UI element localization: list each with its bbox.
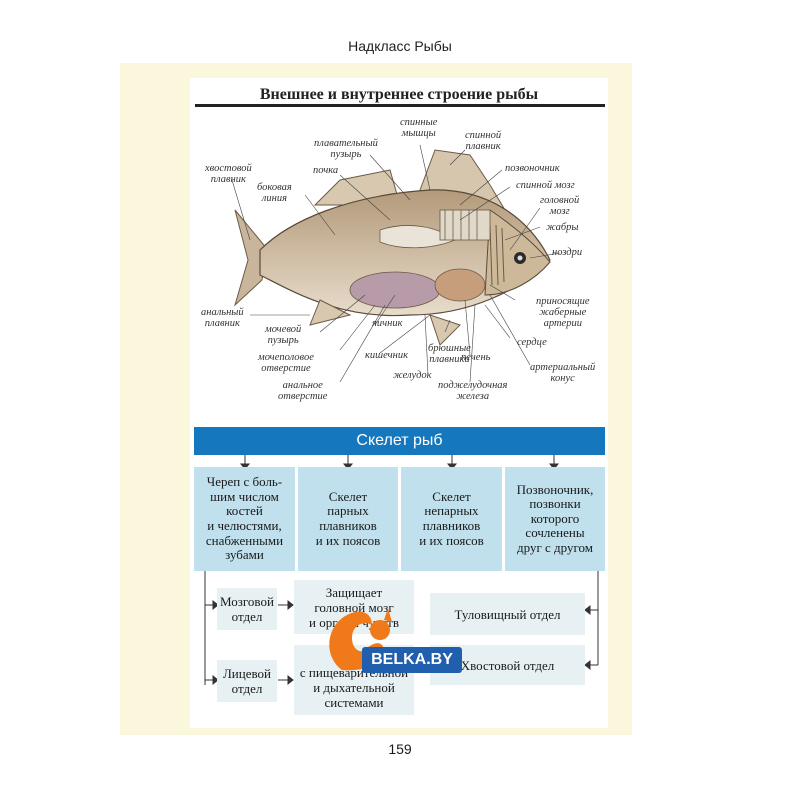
label-intestine: кишечник [365, 350, 408, 361]
page-number: 159 [388, 741, 412, 757]
label-liver: печень [461, 352, 491, 363]
label-spine: позвоночник [505, 163, 560, 174]
label-ovary: яичник [372, 318, 403, 329]
logo-text: BELKA.BY [362, 647, 462, 673]
page-header: Надкласс Рыбы [348, 38, 452, 54]
label-spinal-cord: спинной мозг [516, 180, 575, 191]
skeleton-title: Скелет рыб [194, 427, 605, 455]
spine-part-trunk: Туловищный отдел [430, 593, 585, 635]
fish-illustration [231, 144, 561, 383]
label-kidney: почка [313, 165, 339, 176]
label-stomach: желудок [393, 370, 432, 381]
skeleton-connectors [204, 455, 599, 686]
label-gills: жабры [546, 222, 579, 233]
label-nostrils: ноздри [552, 247, 583, 258]
page-title: Внешнее и внутреннее строение рыбы [259, 86, 539, 103]
title-divider [195, 104, 605, 107]
label-heart: сердце [517, 337, 547, 348]
